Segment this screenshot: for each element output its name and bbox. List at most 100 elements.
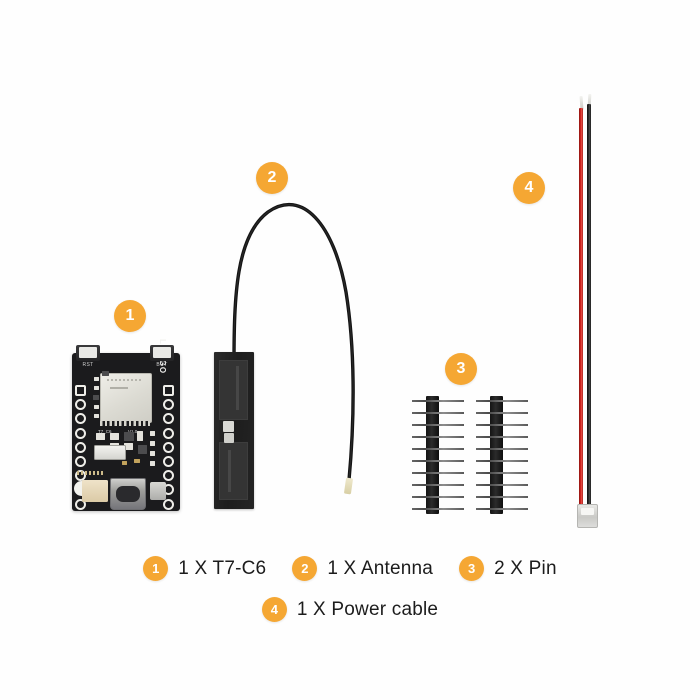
callout-badge-3: 3 — [445, 353, 477, 385]
antenna-trace-lower — [219, 442, 248, 500]
header-pad — [75, 441, 86, 453]
header-pad — [163, 427, 174, 439]
header-pin — [476, 448, 528, 450]
legend-item-power-cable: 4 1 X Power cable — [261, 597, 439, 622]
legend-row: 4 1 X Power cable — [0, 597, 700, 622]
header-pin — [412, 484, 464, 486]
header-pad — [163, 441, 174, 453]
smd-component — [93, 395, 99, 400]
header-pad — [163, 498, 174, 510]
smd-component — [94, 405, 99, 409]
header-pin — [476, 400, 528, 402]
legend-badge-3: 3 — [459, 556, 485, 581]
usb-c-port — [110, 478, 146, 510]
header-pad — [75, 455, 86, 467]
boot-button — [150, 345, 174, 361]
antenna-trace-upper — [219, 360, 248, 420]
antenna-solder-pad — [224, 433, 234, 443]
header-pad — [75, 399, 86, 411]
smd-component — [94, 414, 99, 418]
legend-badge-1: 1 — [143, 556, 169, 581]
header-pin — [476, 484, 528, 486]
power-cable — [568, 93, 608, 528]
smd-component — [150, 431, 155, 436]
smd-component — [150, 451, 155, 456]
boot-button-label: BOT — [156, 362, 168, 368]
header-pin — [476, 472, 528, 474]
antenna-pcb — [214, 352, 254, 509]
smd-component — [110, 433, 119, 440]
smd-component — [150, 441, 155, 446]
smd-component — [137, 431, 143, 441]
legend-item-antenna: 2 1 X Antenna — [292, 556, 433, 581]
smd-component — [102, 371, 109, 376]
pin-header-strip — [412, 396, 464, 514]
header-pad — [163, 413, 174, 425]
smd-component — [124, 443, 133, 450]
reset-button-label: RST — [82, 362, 94, 368]
legend-row: 1 1 X T7-C6 2 1 X Antenna 3 2 X Pin — [0, 556, 700, 581]
header-pin — [412, 472, 464, 474]
smd-component — [96, 433, 105, 440]
board-side-component — [150, 482, 166, 500]
legend-badge-2: 2 — [292, 556, 318, 581]
callout-badge-4: 4 — [513, 172, 545, 204]
smd-component — [94, 377, 99, 381]
module-pin-row — [100, 421, 150, 426]
header-pin — [476, 436, 528, 438]
header-pad — [75, 427, 86, 439]
header-pad — [163, 385, 174, 396]
header-pin — [412, 508, 464, 510]
pin-header-strip — [476, 396, 528, 514]
smd-component — [124, 432, 134, 441]
header-pin — [412, 412, 464, 414]
header-pad — [75, 385, 86, 396]
smd-component — [138, 445, 147, 454]
legend-label-board: 1 X T7-C6 — [178, 557, 267, 579]
header-pad — [163, 455, 174, 467]
legend-item-board: 1 1 X T7-C6 — [143, 556, 266, 581]
wire-red — [579, 108, 583, 508]
smd-component — [150, 461, 155, 466]
wire-black — [587, 104, 591, 508]
smd-component — [94, 386, 99, 390]
board-silk-right: V1.0 — [128, 429, 137, 434]
header-pin — [412, 424, 464, 426]
header-pad — [163, 399, 174, 411]
antenna — [206, 96, 366, 516]
legend-item-pin: 3 2 X Pin — [459, 556, 557, 581]
legend-label-pin: 2 X Pin — [494, 557, 557, 579]
board-pin-row-bottom — [77, 471, 105, 475]
esp32-module — [100, 373, 152, 423]
header-pin — [412, 400, 464, 402]
development-board: LILYGO — [72, 339, 180, 520]
antenna-solder-pad — [223, 421, 234, 432]
header-pin — [412, 436, 464, 438]
antenna-trace-line — [228, 450, 231, 492]
header-pad — [75, 498, 86, 510]
header-pin — [476, 496, 528, 498]
callout-badge-1: 1 — [114, 300, 146, 332]
board-silk-left: T7_C6 — [98, 429, 112, 434]
jst-connector — [577, 504, 598, 528]
smd-component — [134, 459, 140, 463]
header-pad — [75, 413, 86, 425]
header-pin — [476, 412, 528, 414]
header-pads-right — [163, 385, 177, 510]
callout-badge-2: 2 — [256, 162, 288, 194]
pin-headers — [412, 396, 528, 514]
header-pin — [412, 460, 464, 462]
reset-button — [76, 345, 100, 361]
smd-component — [122, 461, 127, 465]
header-pin — [412, 448, 464, 450]
header-pin — [476, 460, 528, 462]
antenna-trace-line — [236, 366, 239, 410]
antenna-coax-cable — [232, 202, 355, 482]
board-jst-socket — [94, 445, 126, 460]
legend-label-antenna: 1 X Antenna — [327, 557, 434, 579]
board-tan-connector — [82, 480, 108, 502]
legend-label-power-cable: 1 X Power cable — [296, 598, 439, 620]
board-pcb: LILYGO — [72, 339, 180, 511]
header-pad — [163, 470, 174, 482]
